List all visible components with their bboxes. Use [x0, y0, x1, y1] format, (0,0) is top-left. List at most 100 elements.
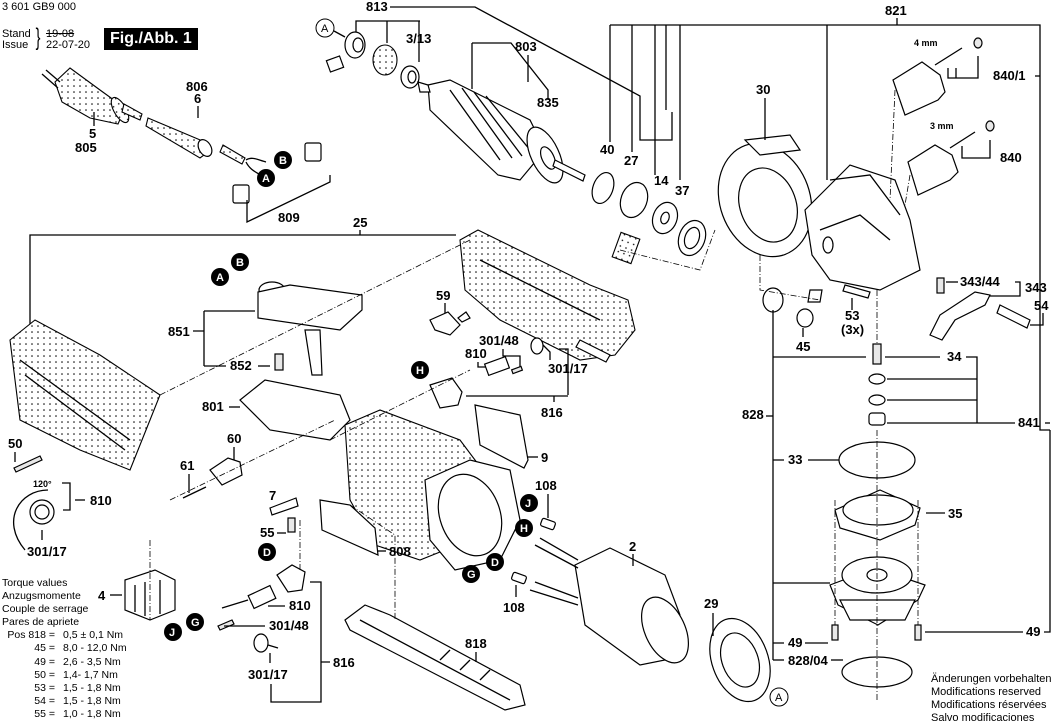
torque-row: 53 =1,5 - 1,8 Nm: [2, 682, 127, 695]
label-108-top: 108: [535, 478, 557, 493]
capacitor-810-top: [483, 355, 524, 377]
modifications-en: Modifications reserved: [931, 686, 1042, 698]
label-808: 808: [389, 544, 411, 559]
label-3-13: 3/13: [406, 31, 431, 46]
retaining-rings: [591, 171, 707, 265]
torque-pos: 49 =: [34, 655, 55, 668]
label-840: 840: [1000, 150, 1022, 165]
torque-row: 49 =2,6 - 3,5 Nm: [2, 656, 127, 669]
connector-j-motor: [520, 494, 538, 512]
label-59: 59: [436, 288, 450, 303]
label-120-degree: 120°: [33, 479, 52, 489]
figure-badge: Fig./Abb. 1: [104, 28, 198, 50]
torque-pos: Pos 818 =: [7, 629, 55, 642]
label-816-top: 816: [541, 405, 563, 420]
label-835: 835: [537, 95, 559, 110]
armature-part: [417, 79, 586, 184]
torque-values-table: Torque values Anzugsmomente Couple de se…: [2, 577, 127, 721]
label-61: 61: [180, 458, 194, 473]
old-date: 19-08: [46, 28, 75, 40]
part-59: [429, 311, 471, 336]
label-45: 45: [796, 339, 810, 354]
torque-row: Pos 818 =0,5 ± 0,1 Nm: [2, 629, 127, 642]
torque-title-fr: Couple de serrage: [2, 603, 89, 616]
label-37: 37: [675, 183, 689, 198]
connector-j-motor-label: J: [525, 498, 531, 510]
modifications-fr: Modifications réservées: [931, 699, 1047, 711]
stator-part: [529, 537, 689, 666]
label-2: 2: [629, 539, 636, 554]
screw-301-48: [217, 619, 235, 631]
label-54: 54: [1034, 298, 1049, 313]
connector-a-switch: [211, 268, 229, 286]
connector-j-left-label: J: [169, 627, 175, 639]
label-60: 60: [227, 431, 241, 446]
label-7: 7: [269, 488, 276, 503]
connector-b-cable: [274, 151, 292, 169]
connector-d-motor: [486, 553, 504, 571]
torque-row: 55 =1,0 - 1,8 Nm: [2, 708, 127, 721]
label-301-17-top: 301/17: [548, 361, 588, 376]
label-34: 34: [947, 349, 962, 364]
label-3mm: 3 mm: [930, 121, 954, 131]
label-30: 30: [756, 82, 770, 97]
screw-852: [274, 353, 284, 371]
spindle-lock-button-3mm: [907, 120, 995, 196]
connector-b-cable-label: B: [279, 155, 287, 167]
drawing-number: 3 601 GB9 000: [2, 1, 77, 13]
torque-value: 1,5 - 1,8 Nm: [63, 694, 121, 707]
connector-a-switch-label: A: [216, 272, 224, 284]
spindle-lock-button-4mm: [892, 37, 983, 116]
screw-50: [13, 455, 43, 473]
torque-pos: 55 =: [34, 707, 55, 720]
label-301-17-bottom: 301/17: [248, 667, 288, 682]
connector-d-bottom-label: D: [263, 547, 271, 559]
label-4: 4: [98, 588, 106, 603]
label-6: 6: [194, 91, 201, 106]
stand-label: Stand: [2, 28, 31, 40]
torque-pos: 50 =: [34, 668, 55, 681]
label-810-mid: 810: [90, 493, 112, 508]
label-821: 821: [885, 3, 907, 18]
connector-g-left: [186, 613, 204, 631]
label-301-48-top: 301/48: [479, 333, 519, 348]
label-828: 828: [742, 407, 764, 422]
label-14: 14: [654, 173, 669, 188]
switch-part: [257, 281, 363, 376]
torque-pos: 54 =: [34, 694, 55, 707]
label-301-17-mid: 301/17: [27, 544, 67, 559]
torque-value: 1,4- 1,7 Nm: [63, 668, 118, 681]
issue-label: Issue: [2, 39, 29, 51]
label-806: 806: [186, 79, 208, 94]
torque-title-es: Pares de apriete: [2, 616, 80, 629]
label-53: 53: [845, 308, 859, 323]
carbon-brush-parts: [232, 142, 331, 224]
gearbox-flange-parts: [829, 489, 926, 688]
connector-a-bottom: [769, 687, 789, 707]
label-35: 35: [948, 506, 962, 521]
connector-a-bottom-label: A: [775, 692, 783, 704]
label-852: 852: [230, 358, 252, 373]
label-810-top: 810: [465, 346, 487, 361]
connector-a-cable-label: A: [262, 173, 270, 185]
label-5: 5: [89, 126, 96, 141]
spring-301-17-top: [530, 337, 551, 360]
pinion-gear-part: [762, 284, 871, 328]
base-cover-818: [344, 604, 526, 711]
label-49-right: 49: [1026, 624, 1040, 639]
label-810-bottom: 810: [289, 598, 311, 613]
torque-row: 54 = 1,5 - 1,8 Nm: [2, 695, 127, 708]
connector-b-switch-label: B: [236, 257, 244, 269]
label-29: 29: [704, 596, 718, 611]
connector-j-left: [164, 623, 182, 641]
issue-date: 22-07-20: [46, 39, 91, 51]
label-4mm: 4 mm: [914, 38, 938, 48]
connector-a-top-label: A: [321, 23, 329, 35]
label-40: 40: [600, 142, 614, 157]
label-809: 809: [278, 210, 300, 225]
cable-sleeve-part: [145, 117, 267, 177]
connector-h-motor: [515, 519, 533, 537]
label-27: 27: [624, 153, 638, 168]
connector-g-left-label: G: [191, 617, 200, 629]
